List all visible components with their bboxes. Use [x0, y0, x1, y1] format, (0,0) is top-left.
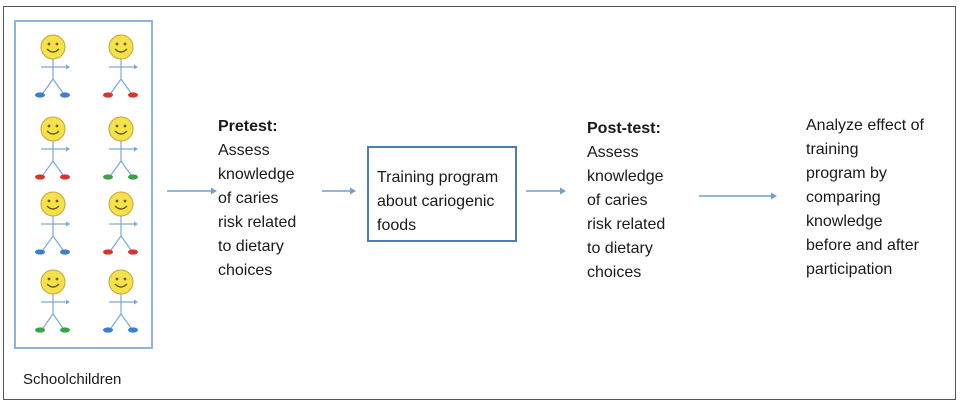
analysis-line: program by	[806, 165, 887, 182]
stick-figure-icon	[103, 191, 138, 255]
stick-figure-icon	[103, 269, 138, 333]
training-program-box: Training program about cariogenic foods	[367, 146, 517, 242]
posttest-block: Post-test: Assess knowledge of caries ri…	[587, 117, 665, 285]
analysis-line: comparing	[806, 189, 881, 206]
pretest-heading: Pretest:	[218, 118, 278, 135]
stick-figure-icon	[103, 34, 138, 98]
posttest-line: of caries	[587, 192, 648, 209]
pretest-line: to dietary	[218, 238, 284, 255]
posttest-heading: Post-test:	[587, 120, 661, 137]
arrow-to-posttest	[526, 187, 566, 195]
analysis-block: Analyze effect of training program by co…	[806, 114, 924, 282]
analysis-line: before and after	[806, 237, 919, 254]
pretest-line: of caries	[218, 190, 279, 207]
stick-figure-icon	[35, 34, 70, 98]
diagram-frame	[3, 6, 956, 400]
schoolchildren-caption: Schoolchildren	[23, 371, 122, 388]
pretest-line: choices	[218, 262, 273, 279]
analysis-line: Analyze effect of	[806, 117, 924, 134]
analysis-line: participation	[806, 261, 893, 278]
stick-figure-icon	[35, 191, 70, 255]
arrow-to-analysis	[699, 192, 777, 200]
stick-figure-icon	[35, 116, 70, 180]
pretest-line: risk related	[218, 214, 297, 231]
pretest-block: Pretest: Assess knowledge of caries risk…	[218, 115, 296, 283]
pretest-line: Assess	[218, 142, 270, 159]
stick-figure-icon	[35, 269, 70, 333]
training-line: about cariogenic	[377, 193, 495, 210]
schoolchildren-box	[14, 20, 153, 349]
posttest-line: choices	[587, 264, 642, 281]
stick-figure-icon	[103, 116, 138, 180]
posttest-line: Assess	[587, 144, 639, 161]
analysis-line: training	[806, 141, 859, 158]
posttest-line: knowledge	[587, 168, 664, 185]
training-line: Training program	[377, 169, 499, 186]
posttest-line: risk related	[587, 216, 666, 233]
pretest-line: knowledge	[218, 166, 295, 183]
arrow-to-pretest	[167, 187, 217, 195]
arrow-to-training	[322, 187, 356, 195]
posttest-line: to dietary	[587, 240, 653, 257]
training-line: foods	[377, 217, 417, 234]
analysis-line: knowledge	[806, 213, 883, 230]
